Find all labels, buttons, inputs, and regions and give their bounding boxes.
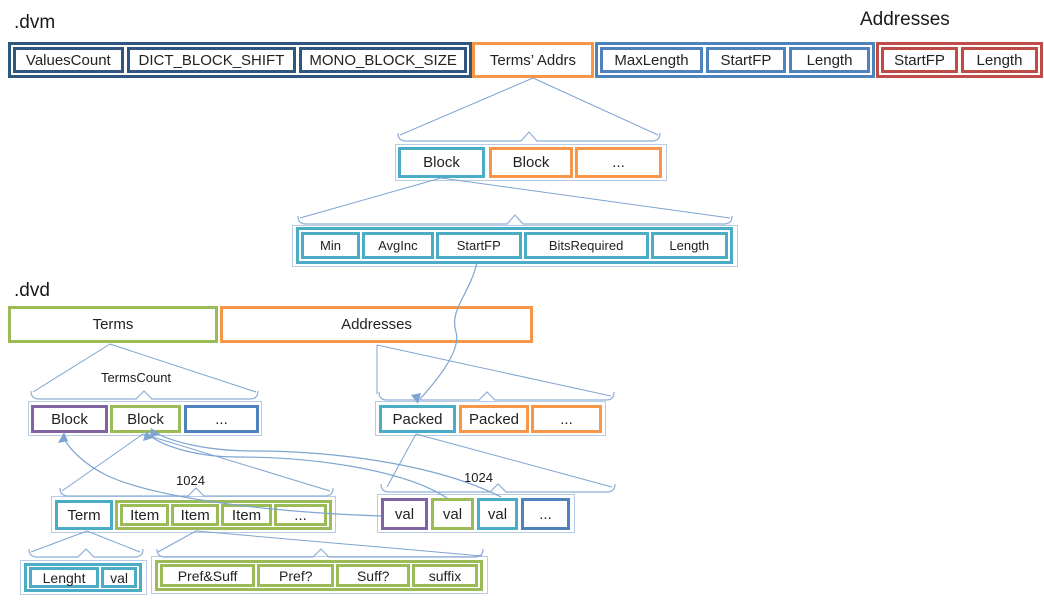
- dvm-addresses-group: StartFP Length: [876, 42, 1043, 78]
- max-length-box: MaxLength: [600, 47, 703, 73]
- bits-required-box: BitsRequired: [523, 232, 649, 259]
- term-block-box-1: Block: [31, 405, 108, 433]
- braces: [28, 131, 733, 558]
- val-box-1: val: [381, 498, 428, 530]
- suff-box: Suff?: [336, 564, 410, 587]
- item-group: Item Item Item ...: [115, 500, 332, 530]
- lenght-box: Lenght: [29, 567, 100, 588]
- dvd-file-heading: .dvd: [14, 280, 50, 301]
- item-box-1: Item: [120, 504, 170, 526]
- packed-box-1: Packed: [379, 405, 456, 433]
- dict-block-shift-box: DICT_BLOCK_SHIFT: [126, 47, 297, 73]
- count-1024-vals-label: 1024: [464, 470, 493, 485]
- item-box-ellipsis: ...: [274, 504, 327, 526]
- dvm-file-heading: .dvm: [14, 12, 56, 33]
- count-1024-terms-label: 1024: [176, 473, 205, 488]
- length-box: Length: [650, 232, 728, 259]
- dvm-block-box-ellipsis: ...: [575, 147, 662, 178]
- pref-suff-box: Pref&Suff: [160, 564, 256, 587]
- min-box: Min: [301, 232, 360, 259]
- stats-length-box: Length: [789, 47, 870, 73]
- pref-box: Pref?: [257, 564, 335, 587]
- term-block-box-2: Block: [110, 405, 181, 433]
- dvm-block-box-1: Block: [398, 147, 485, 178]
- suffix-box: suffix: [411, 564, 479, 587]
- dvd-terms-box: Terms: [8, 306, 218, 343]
- dvm-block-box-2: Block: [489, 147, 573, 178]
- terms-addrs-box: Terms’ Addrs: [472, 42, 594, 78]
- curved-arrows: [58, 262, 502, 517]
- item-box-2: Item: [171, 504, 219, 526]
- addr-startfp-box: StartFP: [881, 47, 958, 73]
- lenght-val-box: val: [101, 567, 137, 588]
- avginc-box: AvgInc: [361, 232, 434, 259]
- dvd-addresses-box: Addresses: [220, 306, 533, 343]
- item-box-3: Item: [220, 504, 273, 526]
- val3-to-block2-arrow-line: [153, 431, 502, 498]
- startfp-box: StartFP: [435, 232, 522, 259]
- addresses-heading: Addresses: [860, 9, 950, 30]
- values-count-box: ValuesCount: [13, 47, 124, 73]
- dvm-stats-group: MaxLength StartFP Length: [595, 42, 875, 78]
- block-header-group: Min AvgInc StartFP BitsRequired Length: [296, 227, 733, 264]
- term-box: Term: [55, 500, 113, 530]
- addr-length-box: Length: [961, 47, 1038, 73]
- term-entry-group: Lenght val: [24, 563, 142, 592]
- mono-block-size-box: MONO_BLOCK_SIZE: [299, 47, 467, 73]
- term-block-box-ellipsis: ...: [184, 405, 259, 433]
- val-box-2: val: [431, 498, 474, 530]
- block1-arrowhead: [58, 432, 68, 443]
- dvm-meta-group: ValuesCount DICT_BLOCK_SHIFT MONO_BLOCK_…: [8, 42, 472, 78]
- packed-arrowhead: [411, 393, 421, 404]
- item-entry-group: Pref&Suff Pref? Suff? suffix: [155, 560, 483, 591]
- packed-box-ellipsis: ...: [531, 405, 602, 433]
- terms-count-label: TermsCount: [100, 370, 172, 385]
- val-box-ellipsis: ...: [521, 498, 570, 530]
- val2-to-block2-arrow-line: [148, 434, 448, 499]
- stats-startfp-box: StartFP: [705, 47, 787, 73]
- packed-box-2: Packed: [459, 405, 529, 433]
- val-box-3: val: [477, 498, 518, 530]
